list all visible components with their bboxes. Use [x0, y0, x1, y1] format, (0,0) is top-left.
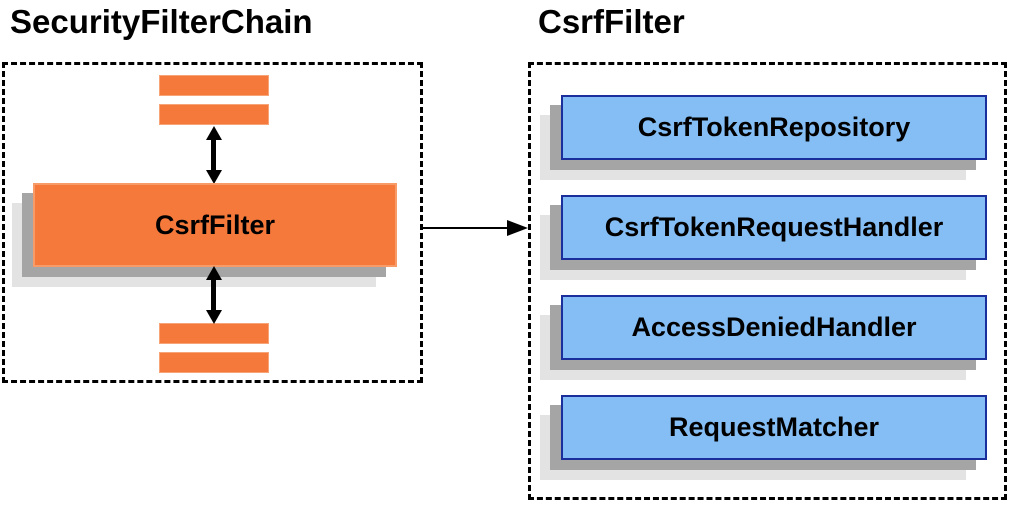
filter-placeholder-bar-bottom-2 [159, 352, 269, 373]
arrow-shaft [211, 279, 216, 311]
component-node-request-matcher: RequestMatcher [561, 395, 987, 460]
arrow-right-head [507, 220, 528, 236]
component-node-label: AccessDeniedHandler [631, 312, 917, 342]
arrow-shaft [211, 139, 216, 171]
security-filter-chain-title: SecurityFilterChain [10, 3, 313, 40]
component-node-label: RequestMatcher [668, 412, 880, 442]
component-node-csrf-token-request-handler: CsrfTokenRequestHandler [561, 195, 987, 260]
right-arrow-icon [423, 220, 528, 236]
filter-placeholder-bar-top-1 [159, 75, 269, 96]
arrow-down-head [205, 310, 222, 324]
csrf-filter-boundary [528, 62, 1007, 500]
security-filter-chain-boundary [2, 62, 423, 383]
csrf-filter-title: CsrfFilter [538, 3, 685, 40]
component-node-csrf-token-repository: CsrfTokenRepository [561, 95, 987, 160]
csrf-filter-node-label: CsrfFilter [154, 209, 276, 240]
arrow-up-head [205, 126, 222, 140]
component-node-label: CsrfTokenRequestHandler [604, 212, 944, 242]
csrf-filter-node: CsrfFilter [33, 183, 397, 267]
filter-placeholder-bar-top-2 [159, 104, 269, 125]
arrow-down-head [205, 170, 222, 184]
bidirectional-arrow-icon [205, 266, 222, 324]
bidirectional-arrow-icon [205, 126, 222, 184]
filter-placeholder-bar-bottom-1 [159, 323, 269, 344]
arrow-up-head [205, 266, 222, 280]
component-node-label: CsrfTokenRepository [637, 112, 911, 142]
arrow-shaft [423, 227, 508, 229]
component-node-access-denied-handler: AccessDeniedHandler [561, 295, 987, 360]
